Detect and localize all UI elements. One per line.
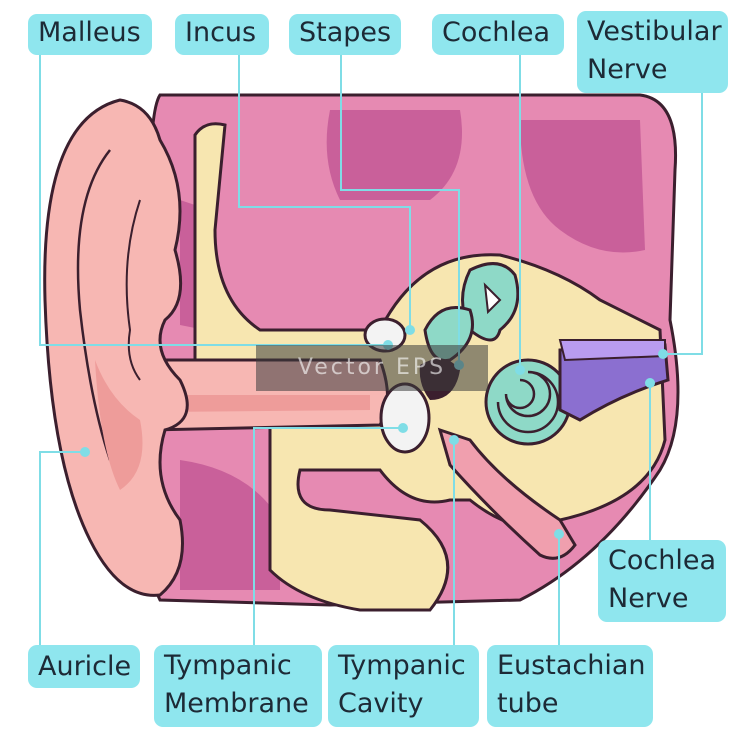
label-text: Malleus <box>38 17 141 48</box>
auricle-fold <box>76 149 112 461</box>
label-text: tube <box>497 688 559 719</box>
label-malleus: Malleus <box>28 14 152 55</box>
watermark: Vector EPS <box>256 345 488 391</box>
label-text: Stapes <box>299 17 392 48</box>
nerve-bundle <box>558 343 670 422</box>
label-stapes: Stapes <box>289 14 401 55</box>
eustachian-tube-shape <box>437 427 577 560</box>
ear-canal-shade <box>160 395 370 412</box>
label-vestibular-nerve: Vestibular Nerve <box>577 11 728 93</box>
tissue-patch <box>520 120 645 253</box>
label-text: Vestibular <box>587 16 722 47</box>
tissue-patch <box>326 110 462 200</box>
label-incus: Incus <box>175 14 269 55</box>
label-tympanic-membrane: Tympanic Membrane <box>154 645 322 727</box>
label-cochlea-nerve: Cochlea Nerve <box>598 540 726 622</box>
label-eustachian-tube: Eustachian tube <box>487 645 653 727</box>
label-text: Auricle <box>38 651 132 682</box>
label-auricle: Auricle <box>28 645 140 688</box>
inner-ear <box>423 262 572 446</box>
label-tympanic-cavity: Tympanic Cavity <box>328 645 479 727</box>
auricle-shade <box>95 360 143 490</box>
tympanic-membrane-shape <box>379 382 431 454</box>
label-text: Nerve <box>608 583 689 614</box>
label-text: Incus <box>185 17 257 48</box>
label-text: Tympanic <box>338 650 466 681</box>
label-text: Cochlea <box>608 545 716 576</box>
label-cochlea: Cochlea <box>432 14 564 55</box>
auricle-fold <box>125 199 141 381</box>
label-text: Cochlea <box>442 17 550 48</box>
label-text: Nerve <box>587 54 668 85</box>
label-text: Cavity <box>338 688 424 719</box>
label-text: Membrane <box>164 688 309 719</box>
label-text: Eustachian <box>497 650 646 681</box>
nerve-bundle <box>558 339 666 362</box>
label-text: Tympanic <box>164 650 292 681</box>
